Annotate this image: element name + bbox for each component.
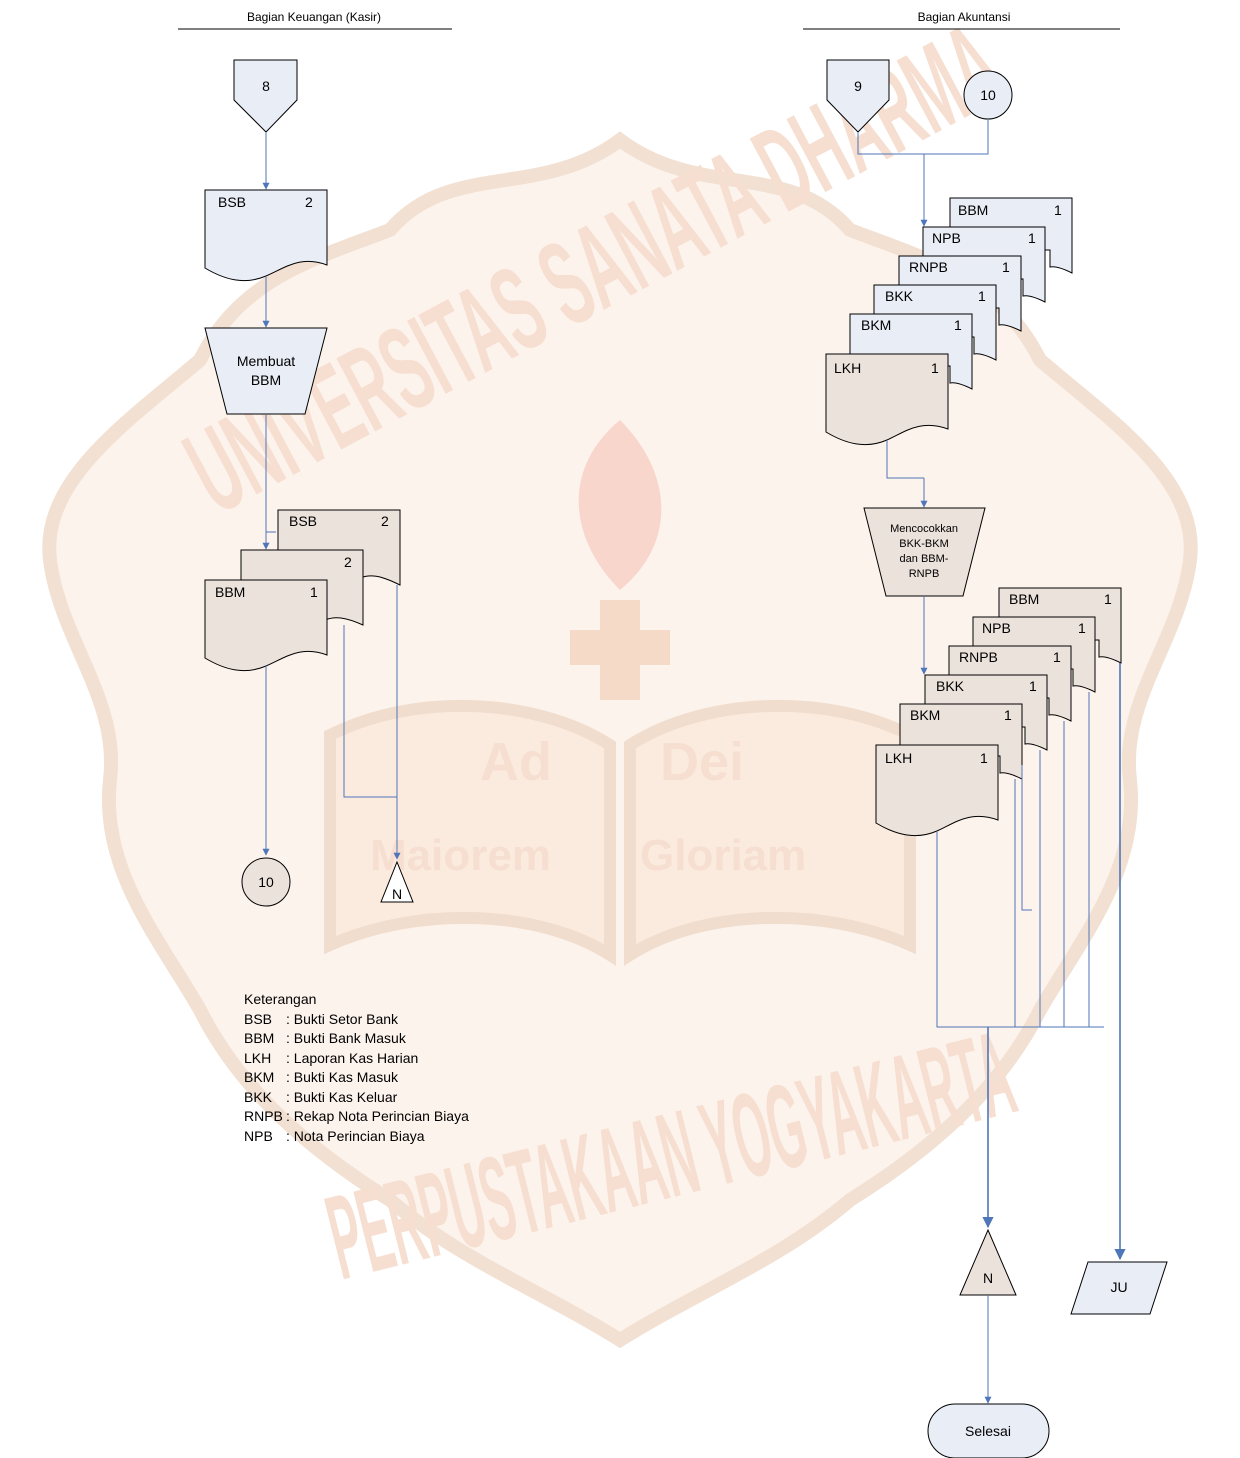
legend-item-code: LKH <box>244 1049 286 1069</box>
stack1-5-code: LKH <box>834 360 861 376</box>
connector-10-in-label: 10 <box>980 87 996 103</box>
process2-line-3: dan BBM- <box>900 553 949 565</box>
legend-item-code: BKK <box>244 1088 286 1108</box>
stack2-5-copy: 1 <box>980 750 988 766</box>
file-archive-right: N <box>960 1230 1016 1295</box>
journal-ju: JU <box>1071 1262 1167 1314</box>
stack1-1-copy: 1 <box>1028 230 1036 246</box>
journal-label: JU <box>1110 1279 1127 1295</box>
legend-item: BKM: Bukti Kas Masuk <box>244 1068 469 1088</box>
stack1-4-copy: 1 <box>954 317 962 333</box>
legend-item-code: BSB <box>244 1010 286 1030</box>
stack1-4-code: BKM <box>861 317 891 333</box>
offpage-connector-8: 8 <box>234 60 297 132</box>
terminator-selesai: Selesai <box>928 1404 1049 1458</box>
stack2-2-code: RNPB <box>959 649 998 665</box>
legend-item: BSB: Bukti Setor Bank <box>244 1010 469 1030</box>
legend-item: RNPB: Rekap Nota Perincian Biaya <box>244 1107 469 1127</box>
stack-mid-copy: 2 <box>344 554 352 570</box>
legend-item-desc: : Rekap Nota Perincian Biaya <box>286 1108 469 1124</box>
stack2-3-code: BKK <box>936 678 965 694</box>
stack2-1-copy: 1 <box>1078 620 1086 636</box>
legend-item-code: BBM <box>244 1029 286 1049</box>
legend-item-desc: : Bukti Bank Masuk <box>286 1030 406 1046</box>
stack2-0-code: BBM <box>1009 591 1039 607</box>
legend-item-code: BKM <box>244 1068 286 1088</box>
stack2-4-code: BKM <box>910 707 940 723</box>
file-right-label: N <box>983 1270 993 1286</box>
legend-item-code: RNPB <box>244 1107 286 1127</box>
stack2-5-code: LKH <box>885 750 912 766</box>
doc-bsb-code: BSB <box>218 194 246 210</box>
legend-item-desc: : Bukti Kas Masuk <box>286 1069 398 1085</box>
legend-item: BKK: Bukti Kas Keluar <box>244 1088 469 1108</box>
process-line-2: BBM <box>251 372 281 388</box>
legend-item-code: NPB <box>244 1127 286 1147</box>
legend-item: NPB: Nota Perincian Biaya <box>244 1127 469 1147</box>
legend-item: LKH: Laporan Kas Harian <box>244 1049 469 1069</box>
process2-line-2: BKK-BKM <box>899 538 949 550</box>
stack2-3-copy: 1 <box>1029 678 1037 694</box>
stack1-1-code: NPB <box>932 230 961 246</box>
process-line-1: Membuat <box>237 353 295 369</box>
doc-bsb-copy: 2 <box>305 194 313 210</box>
legend-title: Keterangan <box>244 990 469 1010</box>
terminator-label: Selesai <box>965 1423 1011 1439</box>
legend-item: BBM: Bukti Bank Masuk <box>244 1029 469 1049</box>
lane-header-keuangan: Bagian Keuangan (Kasir) <box>178 10 452 29</box>
lane-title-akuntansi: Bagian Akuntansi <box>918 10 1011 24</box>
stack-bbm-code: BBM <box>215 584 245 600</box>
process2-line-1: Mencocokkan <box>890 523 958 535</box>
lane-title-keuangan: Bagian Keuangan (Kasir) <box>247 10 381 24</box>
stack-bsb-copy: 2 <box>381 513 389 529</box>
connector-9-label: 9 <box>854 78 862 94</box>
onpage-connector-10-in: 10 <box>964 71 1012 119</box>
legend-item-desc: : Laporan Kas Harian <box>286 1050 418 1066</box>
stack2-1-code: NPB <box>982 620 1011 636</box>
onpage-connector-10: 10 <box>242 858 290 906</box>
stack-bbm-copy: 1 <box>310 584 318 600</box>
connector-10-label: 10 <box>258 874 274 890</box>
stack-bsb-code: BSB <box>289 513 317 529</box>
legend-item-desc: : Bukti Setor Bank <box>286 1011 398 1027</box>
process2-line-4: RNPB <box>909 568 940 580</box>
stack2-4-copy: 1 <box>1004 707 1012 723</box>
stack1-3-code: BKK <box>885 288 914 304</box>
stack1-2-code: RNPB <box>909 259 948 275</box>
watermark-motto-2: Dei <box>660 732 744 792</box>
stack1-3-copy: 1 <box>978 288 986 304</box>
stack1-5-copy: 1 <box>931 360 939 376</box>
connector-8-label: 8 <box>262 78 270 94</box>
watermark-motto-1: Ad <box>480 732 552 792</box>
stack1-0-copy: 1 <box>1054 202 1062 218</box>
manual-process-membuat-bbm: Membuat BBM <box>205 328 327 414</box>
legend-item-desc: : Nota Perincian Biaya <box>286 1128 425 1144</box>
stack2-0-copy: 1 <box>1104 591 1112 607</box>
stack2-2-copy: 1 <box>1053 649 1061 665</box>
legend-item-desc: : Bukti Kas Keluar <box>286 1089 397 1105</box>
file-left-label: N <box>392 886 402 902</box>
stack1-2-copy: 1 <box>1002 259 1010 275</box>
watermark-motto-4: Gloriam <box>640 831 806 880</box>
stack1-0-code: BBM <box>958 202 988 218</box>
